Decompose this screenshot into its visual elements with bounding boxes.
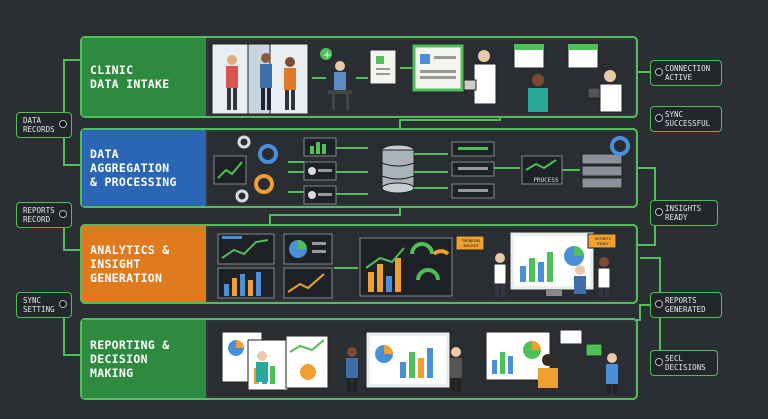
status-tag-connection-active: CONNECTION ACTIVE — [650, 60, 722, 86]
stage-label: ANALYTICS & INSIGHT GENERATION — [82, 226, 206, 302]
stage-label: CLINIC DATA INTAKE — [82, 38, 206, 116]
aggregation-illustration — [213, 135, 630, 205]
stage-panel: + — [208, 40, 634, 115]
connector-dot — [59, 210, 67, 218]
connector-dot — [655, 358, 663, 366]
trending-insight-badge: TRENDING INSIGHT — [461, 238, 481, 248]
reports-ready-badge: REPORTS READY — [594, 236, 611, 246]
status-tag-secl-decisions: SECL DECISIONS — [650, 350, 718, 376]
connector-dot — [655, 300, 663, 308]
status-tag-sync-successful: SYNC SUCCESSFUL — [650, 106, 722, 132]
reporting-illustration — [221, 329, 618, 394]
connector-dot — [59, 300, 67, 308]
status-tag-reports-record: REPORTS RECORD — [16, 202, 72, 228]
stage-intake: CLINIC DATA INTAKE + — [80, 36, 638, 118]
stage-label: DATA AGGREGATION & PROCESSING — [82, 130, 206, 206]
stage-aggregation: DATA AGGREGATION & PROCESSING — [80, 128, 638, 208]
intake-illustration: + — [211, 43, 623, 115]
stage-panel — [208, 322, 634, 396]
analytics-illustration — [217, 231, 617, 299]
stage-panel: PROCESS — [208, 132, 634, 205]
status-tag-reports-generated: REPORTS GENERATED — [650, 292, 722, 318]
stage-panel: TRENDING INSIGHT REPORTS READY — [208, 228, 634, 300]
status-tag-sync-setting: SYNC SETTING — [16, 292, 72, 318]
stage-analytics: ANALYTICS & INSIGHT GENERATION — [80, 224, 638, 304]
process-node-label: PROCESS — [533, 177, 559, 184]
status-tag-data-records: DATA RECORDS — [16, 112, 72, 138]
connector-dot — [59, 120, 67, 128]
svg-text:+: + — [323, 50, 331, 61]
connector-dot — [655, 114, 663, 122]
database-icon — [381, 144, 415, 194]
status-tag-insights-ready: INSIGHTS READY — [650, 200, 718, 226]
patient-figures — [226, 53, 296, 110]
connector-dot — [655, 208, 663, 216]
gear-icons — [235, 135, 278, 203]
stage-label: REPORTING & DECISION MAKING — [82, 320, 206, 398]
connector-dot — [655, 68, 663, 76]
stage-reporting: REPORTING & DECISION MAKING — [80, 318, 638, 400]
